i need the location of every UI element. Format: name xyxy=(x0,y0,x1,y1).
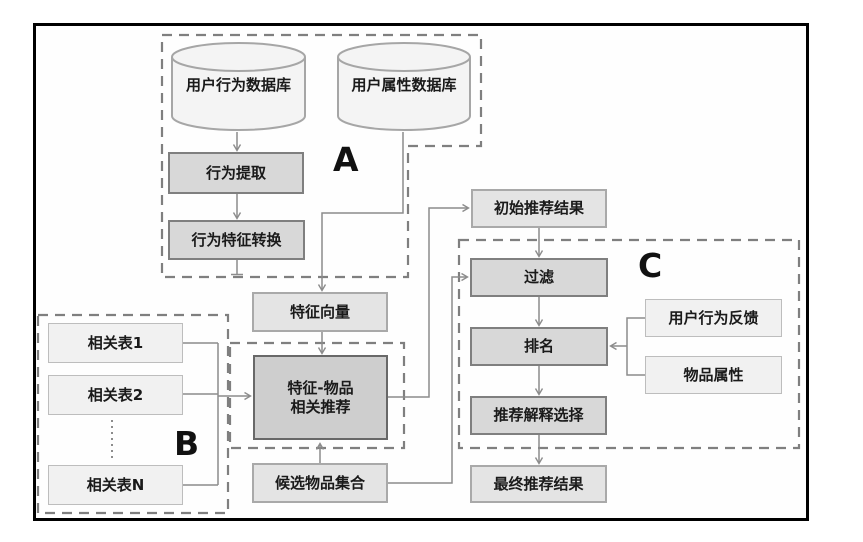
node-initial-recommendation-result: 初始推荐结果 xyxy=(471,189,607,228)
node-label: 相关表1 xyxy=(87,333,144,352)
region-a-outline xyxy=(160,33,483,279)
node-ranking: 排名 xyxy=(470,327,608,366)
node-feature-item-recommendation: 特征-物品 相关推荐 xyxy=(253,355,388,440)
node-label: 相关表2 xyxy=(87,385,144,404)
node-related-table-2: 相关表2 xyxy=(48,375,183,415)
database-cylinder-icon xyxy=(337,42,471,131)
database-cylinder-icon xyxy=(171,42,306,131)
node-label: 用户行为反馈 xyxy=(668,308,759,327)
node-item-attribute: 物品属性 xyxy=(645,356,782,394)
node-label: 行为提取 xyxy=(205,163,266,182)
db-user-attribute-label: 用户属性数据库 xyxy=(351,76,457,94)
node-label: 特征向量 xyxy=(289,302,350,321)
node-label: 行为特征转换 xyxy=(191,230,282,249)
node-label: 初始推荐结果 xyxy=(493,199,584,218)
node-related-table-1: 相关表1 xyxy=(48,323,183,363)
node-label: 过滤 xyxy=(523,268,554,287)
region-b-outline xyxy=(36,313,230,515)
node-label: 最终推荐结果 xyxy=(493,474,584,493)
edge-transform-border xyxy=(231,259,243,276)
node-label: 相关表N xyxy=(86,475,145,494)
node-related-table-n: 相关表N xyxy=(48,465,183,505)
node-feature-vector: 特征向量 xyxy=(252,292,388,332)
node-recommendation-explanation-selection: 推荐解释选择 xyxy=(470,396,607,435)
node-behavior-extract: 行为提取 xyxy=(168,152,304,194)
edge-feedback-bracket xyxy=(626,317,645,376)
edge-candidate-filter xyxy=(388,272,469,484)
node-label: 特征-物品 相关推荐 xyxy=(287,378,354,416)
section-label-b: B xyxy=(174,424,200,463)
edge-dbattribute-featurevector xyxy=(317,132,404,292)
node-user-behavior-feedback: 用户行为反馈 xyxy=(645,299,782,337)
node-final-recommendation-result: 最终推荐结果 xyxy=(470,465,607,503)
database-user-attribute: 用户属性数据库 xyxy=(336,40,472,132)
section-label-c: C xyxy=(638,246,663,285)
connectors xyxy=(111,132,645,486)
edge-relatedtables-join xyxy=(183,342,219,486)
region-c-outline xyxy=(457,238,801,450)
section-label-a: A xyxy=(333,140,359,179)
node-filter: 过滤 xyxy=(470,258,608,297)
node-label: 排名 xyxy=(523,337,554,356)
node-candidate-item-set: 候选物品集合 xyxy=(252,463,388,503)
database-user-behavior: 用户行为数据库 xyxy=(170,40,307,132)
node-behavior-feature-transform: 行为特征转换 xyxy=(168,220,305,260)
node-label: 物品属性 xyxy=(683,365,744,384)
edge-featureitem-initial xyxy=(388,203,470,398)
node-label: 候选物品集合 xyxy=(274,473,365,492)
db-user-behavior-label: 用户行为数据库 xyxy=(185,76,291,94)
node-label: 推荐解释选择 xyxy=(493,406,584,425)
